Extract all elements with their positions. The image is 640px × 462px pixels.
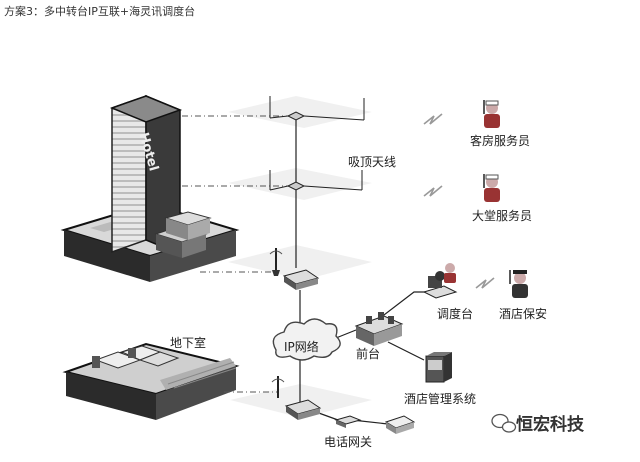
- wechat-icon: [491, 413, 517, 433]
- page-title: 方案3：多中转台IP互联+海灵讯调度台: [4, 5, 196, 18]
- watermark-text: 恒宏科技: [516, 415, 584, 435]
- ip-network-cloud: [272, 318, 341, 361]
- room-attendant-icon: [483, 100, 500, 128]
- lobby-attendant-icon: [483, 174, 500, 202]
- ip-network-label: IP网络: [284, 340, 319, 354]
- front-desk-equipment: [354, 312, 404, 346]
- telephone-gateway-label: 电话网关: [324, 435, 373, 449]
- front-desk-label: 前台: [356, 347, 381, 361]
- wireless-signal-icons: [423, 113, 495, 289]
- ceiling-antenna-label: 吸顶天线: [348, 155, 397, 169]
- repeater-upper: [269, 248, 320, 290]
- hotel-mgmt-system-label: 酒店管理系统: [404, 392, 477, 406]
- repeater-lower: [271, 376, 322, 420]
- security-guard-icon: [509, 270, 528, 298]
- dispatcher-icon: [444, 263, 456, 283]
- room-attendant-label: 客房服务员: [470, 134, 531, 148]
- basement-building: [62, 342, 240, 420]
- dispatch-console-label: 调度台: [437, 307, 474, 321]
- network-cables: [295, 120, 426, 425]
- hotel-building: [60, 94, 240, 282]
- lobby-attendant-label: 大堂服务员: [472, 209, 533, 223]
- telephone-gateway-device: [334, 415, 416, 434]
- ceiling-antenna-lower: [269, 170, 363, 191]
- hotel-pc: [425, 352, 452, 383]
- ceiling-antenna-upper: [269, 96, 365, 121]
- radio-links: [182, 115, 290, 393]
- hotel-security-label: 酒店保安: [499, 307, 548, 321]
- basement-label: 地下室: [170, 336, 207, 350]
- dispatch-console-device: [422, 271, 458, 299]
